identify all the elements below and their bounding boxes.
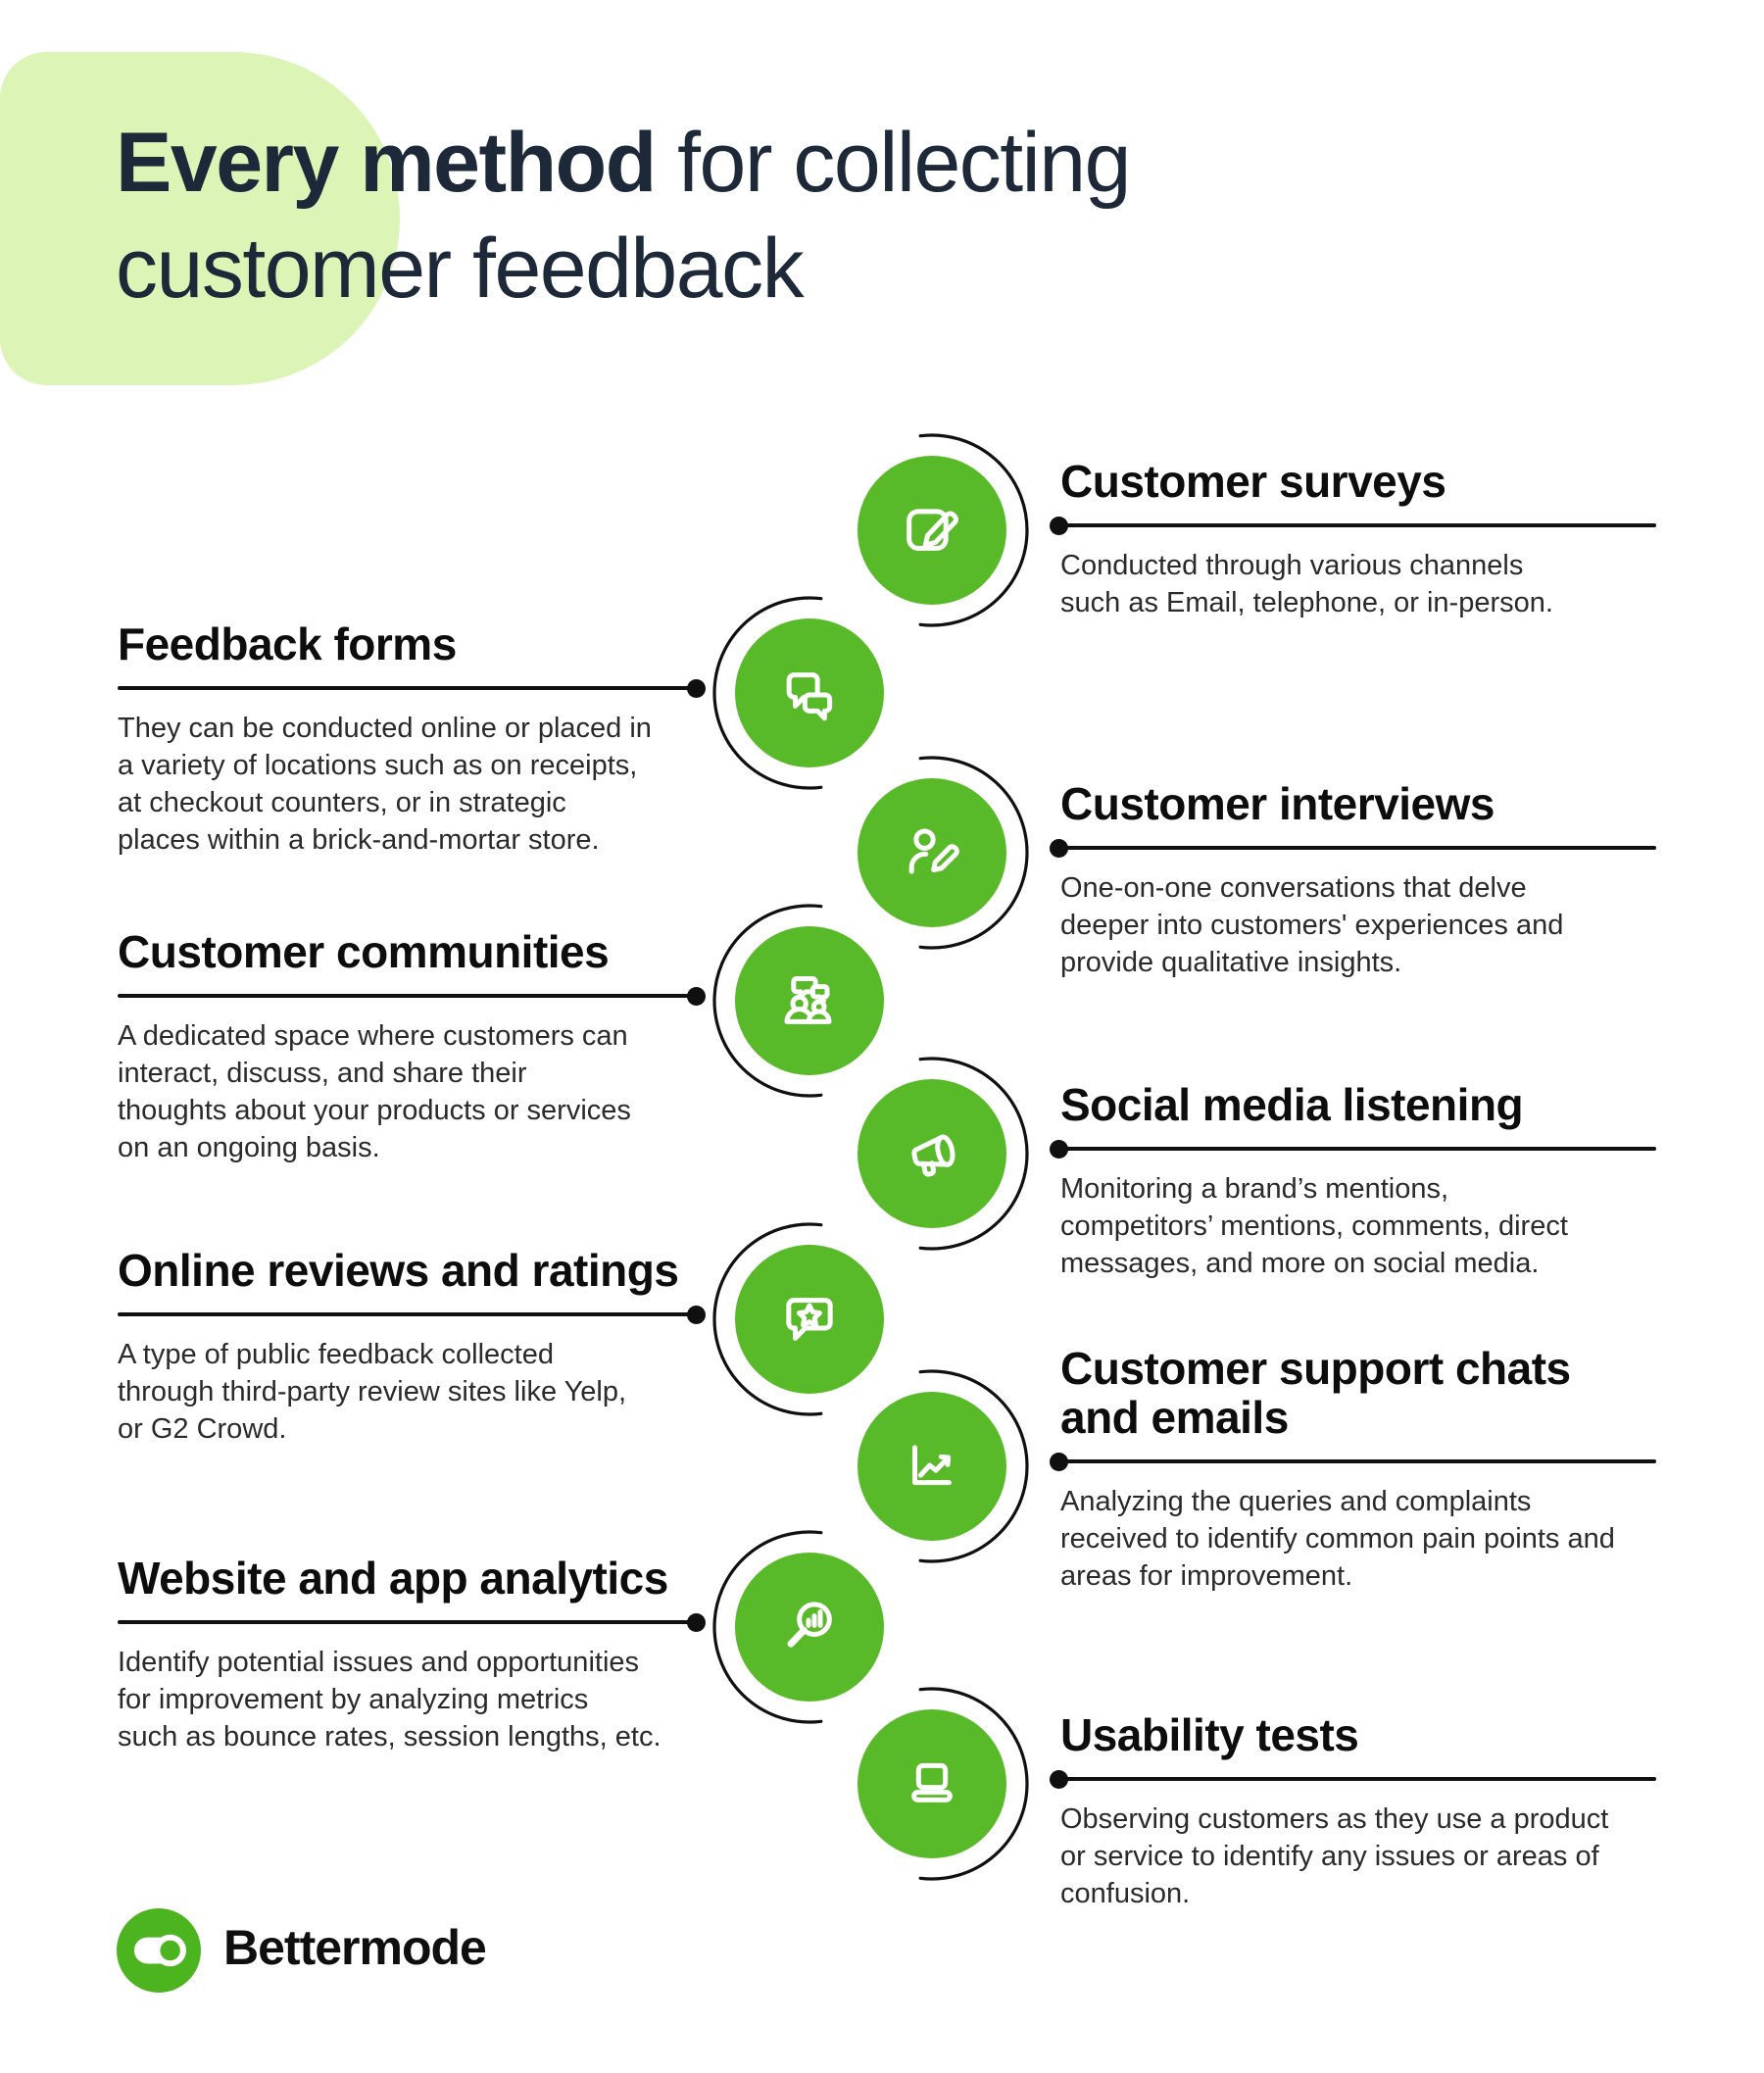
community-icon (784, 976, 832, 1024)
connector-line-customer-interviews (1058, 846, 1656, 850)
item-body-customer-support-chats-and-emails: Analyzing the queries and complaints rec… (1060, 1486, 1615, 1592)
brand-name: Bettermode (223, 1920, 487, 1975)
item-heading-social-media-listening: Social media listening (1060, 1079, 1524, 1130)
item-heading-feedback-forms: Feedback forms (118, 618, 457, 669)
connector-line-usability-tests (1058, 1777, 1656, 1781)
page-title-emphasis: Every method (116, 116, 657, 210)
item-body-online-reviews-and-ratings: A type of public feedback collected thro… (118, 1339, 627, 1445)
title-background-blob (0, 52, 400, 385)
social-media-listening-circle (858, 1079, 1006, 1228)
connector-dot-feedback-forms (686, 678, 706, 698)
chat-bubbles-icon (786, 672, 833, 721)
connector-dot-online-reviews-and-ratings (686, 1305, 706, 1324)
customer-surveys-circle (858, 456, 1006, 605)
connector-line-social-media-listening (1058, 1147, 1656, 1151)
brand-logo: Bettermode (117, 1908, 487, 1993)
magnifier-chart-icon (787, 1602, 832, 1648)
item-body-usability-tests: Observing customers as they use a produc… (1060, 1803, 1609, 1909)
item-body-website-and-app-analytics: Identify potential issues and opportunit… (118, 1647, 662, 1752)
connector-dot-customer-support-chats-and-emails (1049, 1452, 1068, 1471)
item-body-customer-surveys: Conducted through various channels such … (1060, 550, 1553, 618)
line-chart-icon (912, 1445, 952, 1486)
item-heading-customer-interviews: Customer interviews (1060, 778, 1494, 829)
usability-tests-circle (858, 1709, 1006, 1858)
item-heading-customer-communities: Customer communities (118, 926, 610, 977)
connector-line-feedback-forms (118, 686, 696, 690)
person-pencil-icon (908, 828, 959, 874)
feedback-forms-circle (735, 618, 884, 767)
item-body-customer-communities: A dedicated space where customers can in… (118, 1020, 631, 1163)
connector-dot-usability-tests (1049, 1769, 1068, 1789)
item-body-feedback-forms: They can be conducted online or placed i… (118, 713, 652, 856)
connector-line-customer-support-chats-and-emails (1058, 1459, 1656, 1463)
item-heading-usability-tests: Usability tests (1060, 1709, 1359, 1760)
customer-communities-circle (735, 926, 884, 1075)
megaphone-icon (911, 1134, 956, 1177)
connector-dot-website-and-app-analytics (686, 1612, 706, 1632)
online-reviews-and-ratings-circle (735, 1245, 884, 1394)
item-heading-online-reviews-and-ratings: Online reviews and ratings (118, 1245, 679, 1296)
connector-line-online-reviews-and-ratings (118, 1312, 696, 1316)
page-title-line-1: Every method for collecting (116, 110, 1131, 216)
item-body-customer-interviews: One-on-one conversations that delve deep… (1060, 872, 1564, 978)
bettermode-toggle-icon (117, 1908, 201, 1993)
item-heading-customer-support-chats-and-emails: Customer support chats and emails (1060, 1343, 1571, 1443)
page-title-regular: for collecting (655, 116, 1131, 210)
connector-dot-customer-surveys (1049, 516, 1068, 535)
edit-icon (906, 509, 958, 551)
item-heading-customer-surveys: Customer surveys (1060, 456, 1446, 507)
page-title: Every method for collecting customer fee… (116, 110, 1131, 321)
connector-line-customer-communities (118, 994, 696, 998)
item-heading-website-and-app-analytics: Website and app analytics (118, 1553, 668, 1604)
review-star-icon (786, 1298, 833, 1341)
page-title-line-2: customer feedback (116, 222, 805, 316)
website-and-app-analytics-circle (735, 1553, 884, 1702)
connector-line-website-and-app-analytics (118, 1620, 696, 1624)
connector-dot-customer-communities (686, 986, 706, 1006)
customer-support-chats-and-emails-circle (858, 1392, 1006, 1541)
connector-dot-customer-interviews (1049, 838, 1068, 858)
laptop-icon (911, 1762, 953, 1802)
item-body-social-media-listening: Monitoring a brand’s mentions, competito… (1060, 1173, 1568, 1279)
customer-interviews-circle (858, 778, 1006, 927)
connector-dot-social-media-listening (1049, 1139, 1068, 1159)
connector-line-customer-surveys (1058, 523, 1656, 527)
